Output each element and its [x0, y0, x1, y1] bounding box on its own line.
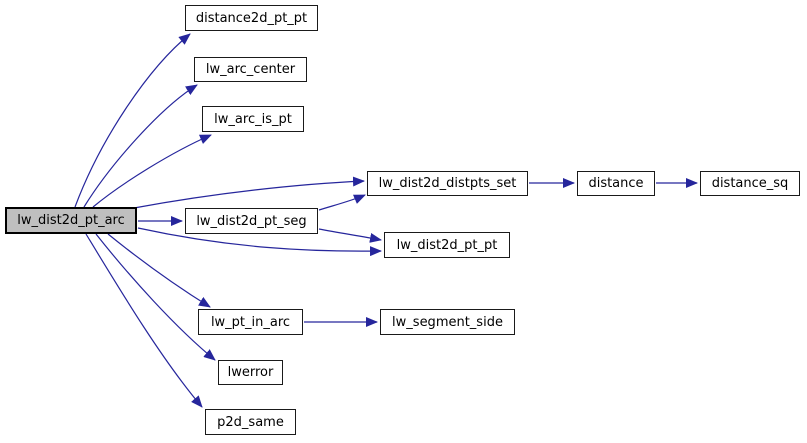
edge-lw_dist2d_pt_arc-to-p2d_same — [85, 233, 203, 408]
node-lw_dist2d_pt_pt[interactable]: lw_dist2d_pt_pt — [384, 232, 510, 258]
edge-lw_dist2d_pt_seg-to-lw_dist2d_pt_pt — [318, 228, 382, 243]
node-lw_dist2d_pt_seg[interactable]: lw_dist2d_pt_seg — [185, 208, 318, 234]
node-p2d_same[interactable]: p2d_same — [205, 409, 296, 435]
node-lw_dist2d_pt_arc[interactable]: lw_dist2d_pt_arc — [5, 207, 137, 234]
edge-lw_dist2d_pt_arc-to-distance2d_pt_pt — [74, 33, 191, 208]
node-distance_sq[interactable]: distance_sq — [700, 171, 800, 196]
node-distance2d_pt_pt[interactable]: distance2d_pt_pt — [185, 5, 318, 31]
edge-lw_dist2d_pt_arc-to-lwerror — [95, 233, 216, 361]
node-lw_dist2d_distpts_set[interactable]: lw_dist2d_distpts_set — [367, 171, 528, 196]
node-lw_arc_is_pt[interactable]: lw_arc_is_pt — [202, 106, 304, 132]
node-lw_pt_in_arc[interactable]: lw_pt_in_arc — [198, 309, 303, 335]
edge-lw_dist2d_pt_arc-to-lw_dist2d_distpts_set — [133, 176, 365, 209]
node-lw_arc_center[interactable]: lw_arc_center — [194, 57, 307, 82]
edge-lw_dist2d_pt_arc-to-lw_arc_is_pt — [92, 134, 212, 208]
edge-lw_dist2d_pt_arc-to-lw_dist2d_pt_pt — [137, 227, 382, 257]
node-lwerror[interactable]: lwerror — [218, 360, 283, 385]
edge-lw_dist2d_pt_seg-to-lw_dist2d_distpts_set — [318, 194, 366, 211]
edge-lw_dist2d_pt_arc-to-lw_arc_center — [83, 84, 198, 208]
node-lw_segment_side[interactable]: lw_segment_side — [380, 309, 515, 335]
node-distance[interactable]: distance — [577, 171, 655, 196]
edge-lw_dist2d_pt_arc-to-lw_pt_in_arc — [107, 233, 211, 308]
